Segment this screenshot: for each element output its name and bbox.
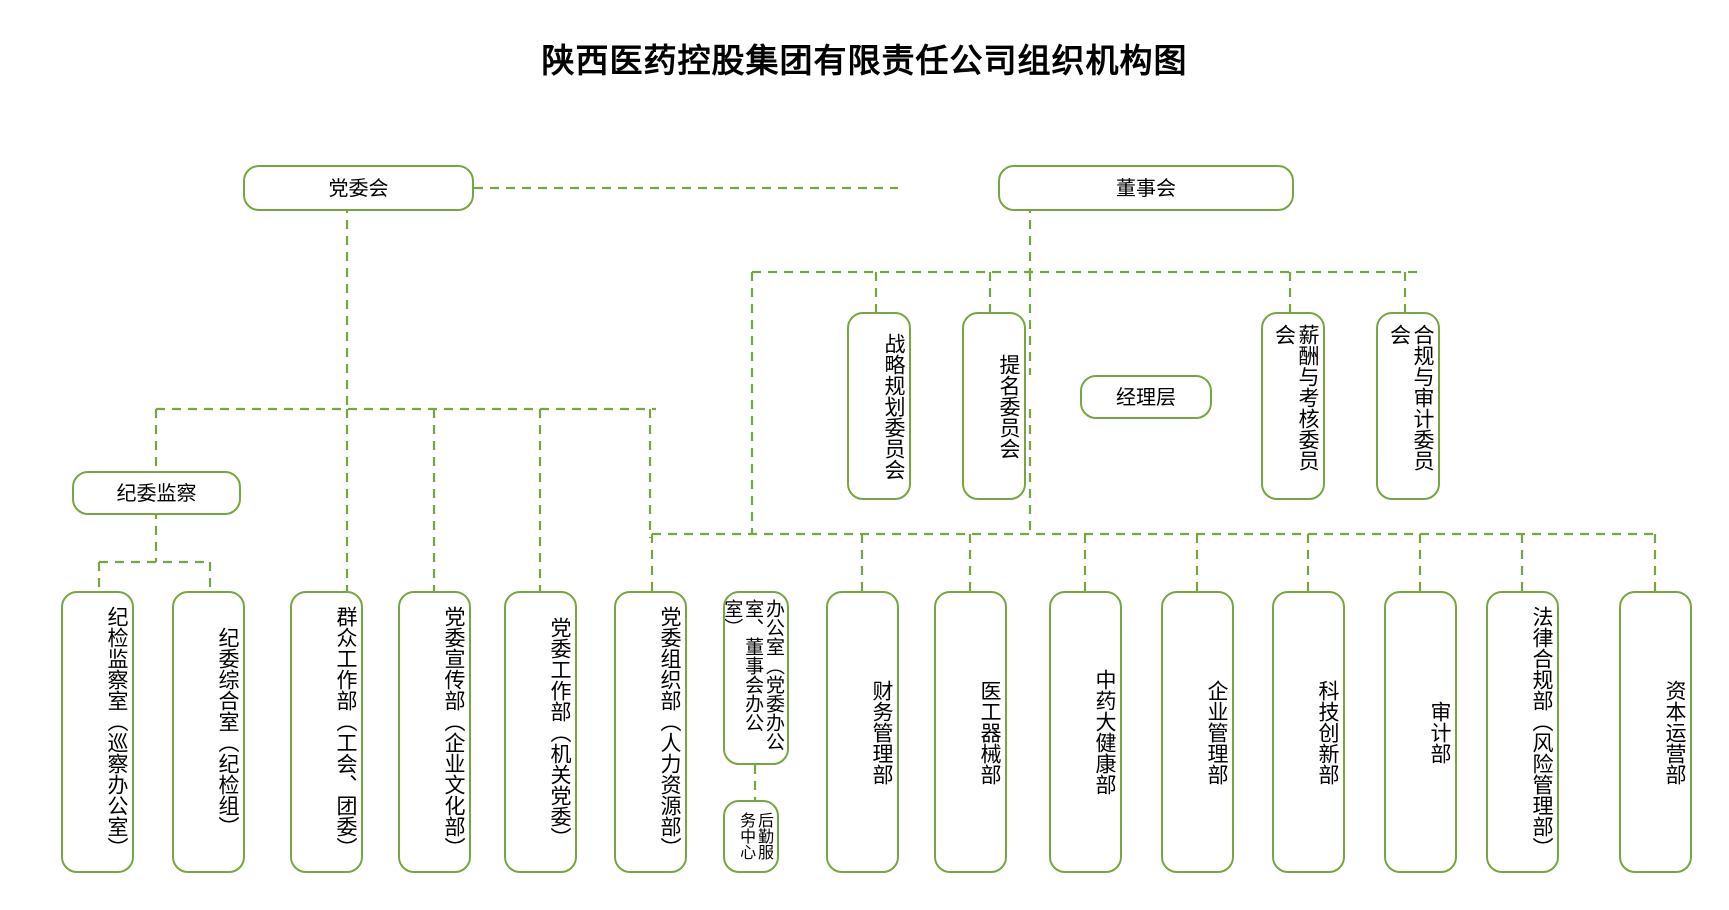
node-dept-audit[interactable]: 审计部 [1384, 591, 1457, 873]
node-dept-sci-tech[interactable]: 科技创新部 [1272, 591, 1345, 873]
node-dept-finance[interactable]: 财务管理部 [826, 591, 899, 873]
node-dept-discipline-general[interactable]: 纪委综合室（纪检组） [172, 591, 245, 873]
node-label: 法律合规部（风险管理部） [1530, 606, 1554, 858]
node-label: 合规与审计委员会 [1387, 324, 1435, 471]
node-dept-discipline-office[interactable]: 纪检监察室（巡察办公室） [61, 591, 134, 873]
node-label: 纪检监察室（巡察办公室） [105, 606, 129, 858]
node-dept-tcm-health[interactable]: 中药大健康部 [1049, 591, 1122, 873]
node-dept-enterprise-mgmt[interactable]: 企业管理部 [1161, 591, 1234, 873]
node-strategy-committee[interactable]: 战略规划委员会 [847, 312, 911, 500]
node-label: 后勤服务中心 [737, 812, 774, 860]
node-label: 办公室（党委办公室、董事会办公室） [723, 599, 785, 751]
node-dept-office[interactable]: 办公室（党委办公室、董事会办公室） [723, 591, 789, 765]
node-dept-propaganda[interactable]: 党委宣传部（企业文化部） [398, 591, 471, 873]
node-label: 党委工作部（机关党委） [548, 616, 572, 848]
node-label: 党委组织部（人力资源部） [658, 606, 682, 858]
node-nomination-committee[interactable]: 提名委员会 [962, 312, 1026, 500]
node-label: 党委宣传部（企业文化部） [442, 606, 466, 858]
node-management-layer[interactable]: 经理层 [1080, 375, 1212, 419]
node-label: 纪委综合室（纪检组） [216, 627, 240, 837]
node-dept-logistics[interactable]: 后勤服务中心 [723, 800, 779, 873]
node-label: 中药大健康部 [1093, 669, 1117, 795]
node-dept-organization[interactable]: 党委组织部（人力资源部） [614, 591, 687, 873]
node-label: 战略规划委员会 [882, 332, 906, 480]
node-label: 董事会 [1116, 176, 1176, 200]
node-label: 群众工作部（工会、团委） [334, 606, 358, 858]
node-label: 财务管理部 [870, 679, 894, 785]
node-label: 审计部 [1428, 700, 1452, 764]
node-discipline-inspection[interactable]: 纪委监察 [72, 471, 241, 515]
node-compliance-audit-committee[interactable]: 合规与审计委员会 [1376, 312, 1440, 500]
node-label: 经理层 [1116, 385, 1176, 409]
node-label: 纪委监察 [116, 481, 197, 505]
node-dept-capital[interactable]: 资本运营部 [1619, 591, 1692, 873]
node-dept-medical-device[interactable]: 医工器械部 [934, 591, 1007, 873]
node-label: 医工器械部 [978, 679, 1002, 785]
node-dept-legal[interactable]: 法律合规部（风险管理部） [1486, 591, 1559, 873]
node-party-committee[interactable]: 党委会 [243, 165, 474, 211]
node-label: 企业管理部 [1205, 679, 1229, 785]
node-dept-party-work[interactable]: 党委工作部（机关党委） [504, 591, 577, 873]
node-board-of-directors[interactable]: 董事会 [998, 165, 1294, 211]
page-title: 陕西医药控股集团有限责任公司组织机构图 [541, 41, 1188, 80]
node-label: 薪酬与考核委员会 [1272, 324, 1320, 471]
node-label: 党委会 [328, 176, 389, 200]
node-label: 资本运营部 [1663, 679, 1687, 785]
node-compensation-committee[interactable]: 薪酬与考核委员会 [1261, 312, 1325, 500]
node-dept-mass-work[interactable]: 群众工作部（工会、团委） [290, 591, 363, 873]
node-label: 提名委员会 [997, 353, 1021, 459]
node-label: 科技创新部 [1316, 679, 1340, 785]
